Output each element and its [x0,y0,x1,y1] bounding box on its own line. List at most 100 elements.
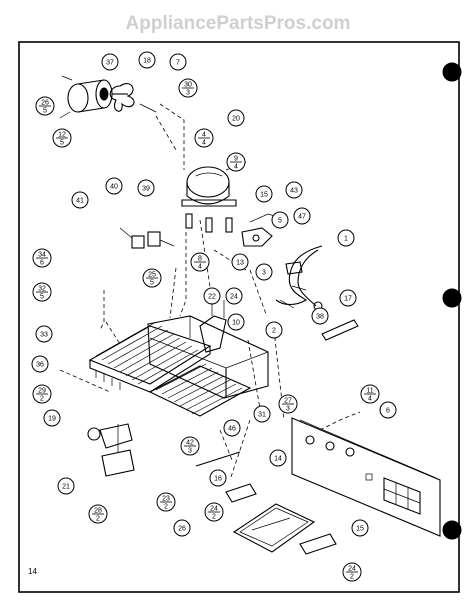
svg-text:242: 242 [210,506,218,521]
callout-14: 14 [269,449,287,467]
page-number: 14 [28,567,37,576]
callout-6: 6 [379,401,397,419]
svg-text:84: 84 [198,256,202,271]
callout-40: 40 [105,177,123,195]
callout-46: 46 [223,419,241,437]
svg-text:26: 26 [178,526,186,533]
wire-harness [275,245,323,311]
callout-19: 19 [43,409,61,427]
relay-overload [119,227,175,249]
svg-text:33: 33 [40,332,48,339]
fan-motor-assembly [59,75,157,119]
callout-18: 18 [138,51,156,69]
svg-text:41: 41 [76,198,84,205]
svg-text:37: 37 [106,60,114,67]
callout-13: 13 [231,253,249,271]
callout-38: 38 [311,307,329,325]
compressor [181,161,247,233]
callout-37: 37 [101,53,119,71]
svg-text:273: 273 [284,398,292,413]
callout-22: 22 [203,287,221,305]
svg-text:15: 15 [260,192,268,199]
svg-text:10: 10 [232,320,240,327]
svg-text:423: 423 [186,440,194,455]
svg-text:22: 22 [208,294,216,301]
svg-text:14: 14 [274,456,282,463]
bracket-upper [225,483,257,503]
callout-31: 31 [253,405,271,423]
svg-text:282: 282 [94,508,102,523]
svg-text:19: 19 [48,416,56,423]
svg-text:232: 232 [162,496,170,511]
callout-16-a: 16 [209,469,227,487]
svg-text:31: 31 [258,412,266,419]
callout-33: 33 [35,325,53,343]
svg-text:17: 17 [344,296,352,303]
svg-text:44: 44 [202,132,206,147]
callout-3: 3 [255,263,273,281]
binder-hole-bottom [442,520,462,540]
callout-41: 41 [71,191,89,209]
callout-15-b: 15 [351,519,369,537]
svg-text:1: 1 [344,236,348,243]
svg-text:39: 39 [142,186,150,193]
callout-43: 43 [285,181,303,199]
callout-10: 10 [227,313,245,331]
base-pan [147,315,269,399]
svg-text:40: 40 [110,184,118,191]
svg-text:242: 242 [348,566,356,581]
callout-47: 47 [293,207,311,225]
svg-text:303: 303 [184,82,192,97]
svg-text:292: 292 [38,388,46,403]
sensor-probe [321,319,359,341]
svg-text:38: 38 [316,314,324,321]
callout-17: 17 [339,289,357,307]
retainer-rod [195,451,241,467]
svg-text:43: 43 [290,188,298,195]
callout-7: 7 [169,53,187,71]
drain-assembly [87,423,135,477]
fan-bracket [199,315,227,353]
svg-text:7: 7 [176,60,180,67]
callout-36: 36 [31,355,49,373]
svg-text:325: 325 [38,286,46,301]
svg-text:36: 36 [36,362,44,369]
svg-text:265: 265 [41,100,49,115]
svg-text:20: 20 [232,116,240,123]
bracket-lower [299,533,337,555]
binder-hole-middle [442,288,462,308]
svg-text:94: 94 [234,156,238,171]
callout-2: 2 [265,321,283,339]
svg-text:255: 255 [148,272,156,287]
svg-text:24: 24 [230,294,238,301]
secondary-coil [148,363,252,417]
toe-grille-panel [291,417,441,537]
svg-text:2: 2 [272,328,276,335]
callout-5: 5 [271,211,289,229]
svg-text:5: 5 [278,218,282,225]
svg-text:46: 46 [228,426,236,433]
callout-21: 21 [57,477,75,495]
svg-text:13: 13 [236,260,244,267]
callout-15-a: 15 [255,185,273,203]
svg-text:6: 6 [386,408,390,415]
callout-26-b: 26 [173,519,191,537]
svg-text:125: 125 [58,132,66,147]
drain-pan [232,503,316,553]
